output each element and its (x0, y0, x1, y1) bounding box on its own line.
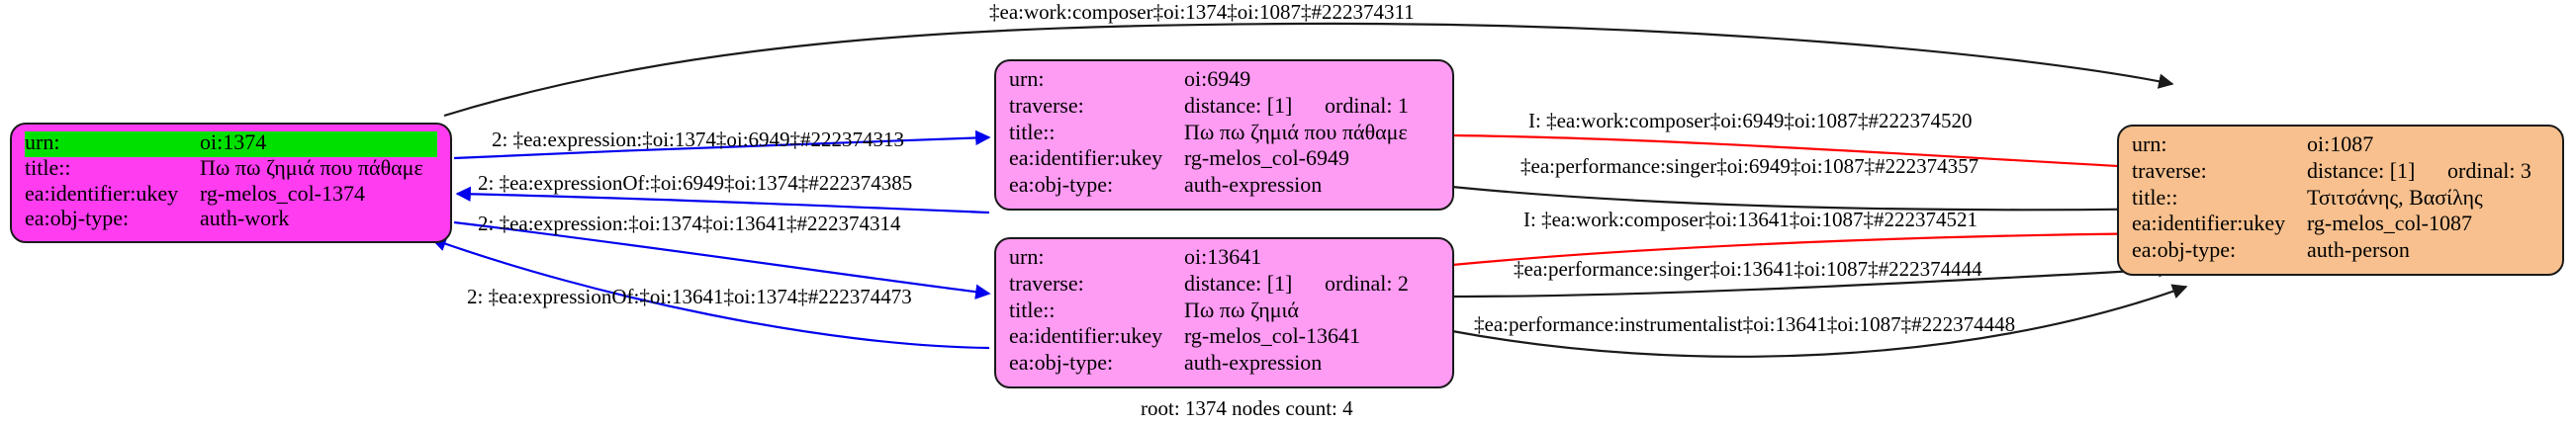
node-row-value: rg-melos_col-1087 (2307, 211, 2473, 236)
node-row: ea:identifier:ukey rg-melos_col-1087 (2132, 213, 2549, 239)
node-row-key: title:: (25, 154, 71, 180)
node-row: title:: Πω πω ζημιά (1009, 299, 1439, 326)
node-row-key: urn: (1009, 66, 1045, 91)
edge-expression-1374-6949 (453, 129, 991, 160)
edge-singer-13641-1087 (1451, 262, 2174, 299)
node-row-value-secondary: ordinal: 2 (1325, 270, 1409, 296)
node-row-value: oi:13641 (1184, 244, 1262, 269)
edge-expressionof-13641-1374 (430, 236, 990, 350)
node-row-value: rg-melos_col-13641 (1184, 323, 1361, 349)
edge-expressionof-6949-1374 (455, 186, 990, 214)
node-row-key: ea:obj-type: (2132, 237, 2237, 263)
node-row: ea:identifier:ukey rg-melos_col-1374 (25, 180, 437, 209)
node-row-key: ea:identifier:ukey (25, 180, 179, 206)
node-row-key: traverse: (2132, 157, 2207, 183)
node-row-value: oi:6949 (1184, 66, 1251, 91)
node-row-value: distance: [1] (2307, 157, 2416, 183)
node-row: ea:obj-type: auth-person (2132, 239, 2549, 266)
edge-label-singer-13641-1087: ‡ea:performance:singer‡oi:13641‡oi:1087‡… (1514, 257, 1982, 281)
node-row-value-secondary: ordinal: 3 (2447, 157, 2531, 183)
node-oi1374[interactable]: urn: oi:1374 title:: Πω πω ζημιά που πάθ… (10, 123, 452, 243)
node-row-key: title:: (1009, 119, 1056, 144)
node-row-key: traverse: (1009, 92, 1084, 118)
node-oi13641[interactable]: urn: oi:13641 traverse: distance: [1] or… (994, 237, 1454, 388)
node-row: urn: oi:6949 (1009, 68, 1439, 95)
node-row: title:: Πω πω ζημιά που πάθαμε (25, 154, 437, 183)
node-row-key: urn: (2132, 131, 2167, 156)
node-row-value: auth-expression (1184, 350, 1323, 376)
node-row-value: Πω πω ζημιά (1184, 297, 1299, 322)
edge-label-composer-6949-1087: I: ‡ea:work:composer‡oi:6949‡oi:1087‡#22… (1528, 109, 1973, 132)
edge-composer-13641-1087 (1451, 225, 2174, 267)
edge-expression-1374-13641 (453, 220, 991, 299)
node-row-key: ea:identifier:ukey (2132, 211, 2286, 236)
node-row-value: auth-expression (1184, 172, 1323, 198)
edge-label-composer-13641-1087: I: ‡ea:work:composer‡oi:13641‡oi:1087‡#2… (1523, 208, 1978, 231)
node-row: ea:obj-type: auth-expression (1009, 352, 1439, 379)
node-row-value: distance: [1] (1184, 92, 1293, 118)
edge-composer-1374-1087 (443, 22, 2174, 118)
node-row-value: distance: [1] (1184, 270, 1293, 296)
node-row: urn: oi:1374 (25, 131, 437, 157)
edge-instrumentalist-13641-1087 (1451, 284, 2188, 358)
node-row: urn: oi:1087 (2132, 133, 2549, 160)
edge-label-expressionof-13641-1374: 2: ‡ea:expressionOf:‡oi:13641‡oi:1374‡#2… (467, 285, 912, 308)
node-row-key: traverse: (1009, 270, 1084, 296)
node-row: traverse: distance: [1] ordinal: 1 (1009, 92, 1439, 122)
node-row-key: ea:identifier:ukey (1009, 145, 1163, 171)
node-row-key: ea:obj-type: (25, 206, 130, 231)
node-row-key: ea:obj-type: (1009, 172, 1114, 198)
edge-composer-6949-1087 (1451, 133, 2174, 176)
node-row: ea:obj-type: auth-work (25, 208, 437, 233)
node-row-key: title:: (1009, 297, 1056, 322)
edge-label-instrumentalist-13641-1087: ‡ea:performance:instrumentalist‡oi:13641… (1474, 312, 2016, 336)
node-row-key: urn: (25, 131, 200, 153)
edge-label-expression-1374-6949: 2: ‡ea:expression:‡oi:1374‡oi:6949‡#2223… (492, 128, 905, 151)
node-row-value: rg-melos_col-6949 (1184, 145, 1350, 171)
node-row-value: Πω πω ζημιά που πάθαμε (1184, 119, 1408, 144)
edge-label-singer-6949-1087: ‡ea:performance:singer‡oi:6949‡oi:1087‡#… (1520, 154, 1979, 178)
node-row-value: oi:1374 (200, 129, 267, 154)
node-row: urn: oi:13641 (1009, 246, 1439, 273)
node-row-key: urn: (1009, 244, 1045, 269)
node-oi1087[interactable]: urn: oi:1087 traverse: distance: [1] ord… (2117, 125, 2564, 276)
edge-label-expression-1374-13641: 2: ‡ea:expression:‡oi:1374‡oi:13641‡#222… (478, 212, 901, 235)
node-row-value: Τσιτσάνης, Βασίλης (2307, 184, 2483, 210)
node-oi6949[interactable]: urn: oi:6949 traverse: distance: [1] ord… (994, 59, 1454, 211)
edge-label-composer-1374-1087: ‡ea:work:composer‡oi:1374‡oi:1087‡#22237… (989, 0, 1415, 24)
node-row-value: oi:1087 (2307, 131, 2374, 156)
node-row-key: title:: (2132, 184, 2178, 210)
graph-caption: root: 1374 nodes count: 4 (1141, 396, 1353, 420)
node-row-value: Πω πω ζημιά που πάθαμε (200, 154, 423, 180)
edge-singer-6949-1087 (1451, 185, 2174, 216)
node-row-value-secondary: ordinal: 1 (1325, 92, 1409, 118)
edge-label-expressionof-6949-1374: 2: ‡ea:expressionOf:‡oi:6949‡oi:1374‡#22… (478, 171, 913, 195)
node-row-value: auth-person (2307, 237, 2410, 263)
node-row-key: ea:identifier:ukey (1009, 323, 1163, 349)
node-row-value: rg-melos_col-1374 (200, 180, 366, 206)
node-row-value: auth-work (200, 206, 290, 231)
node-row-key: ea:obj-type: (1009, 350, 1114, 376)
node-row: traverse: distance: [1] ordinal: 3 (2132, 157, 2549, 187)
node-row: title:: Πω πω ζημιά που πάθαμε (1009, 119, 1439, 148)
node-row: ea:identifier:ukey rg-melos_col-13641 (1009, 325, 1439, 352)
node-row: title:: Τσιτσάνης, Βασίλης (2132, 184, 2549, 214)
node-row: ea:obj-type: auth-expression (1009, 174, 1439, 201)
node-row: traverse: distance: [1] ordinal: 2 (1009, 270, 1439, 299)
node-row: ea:identifier:ukey rg-melos_col-6949 (1009, 147, 1439, 174)
